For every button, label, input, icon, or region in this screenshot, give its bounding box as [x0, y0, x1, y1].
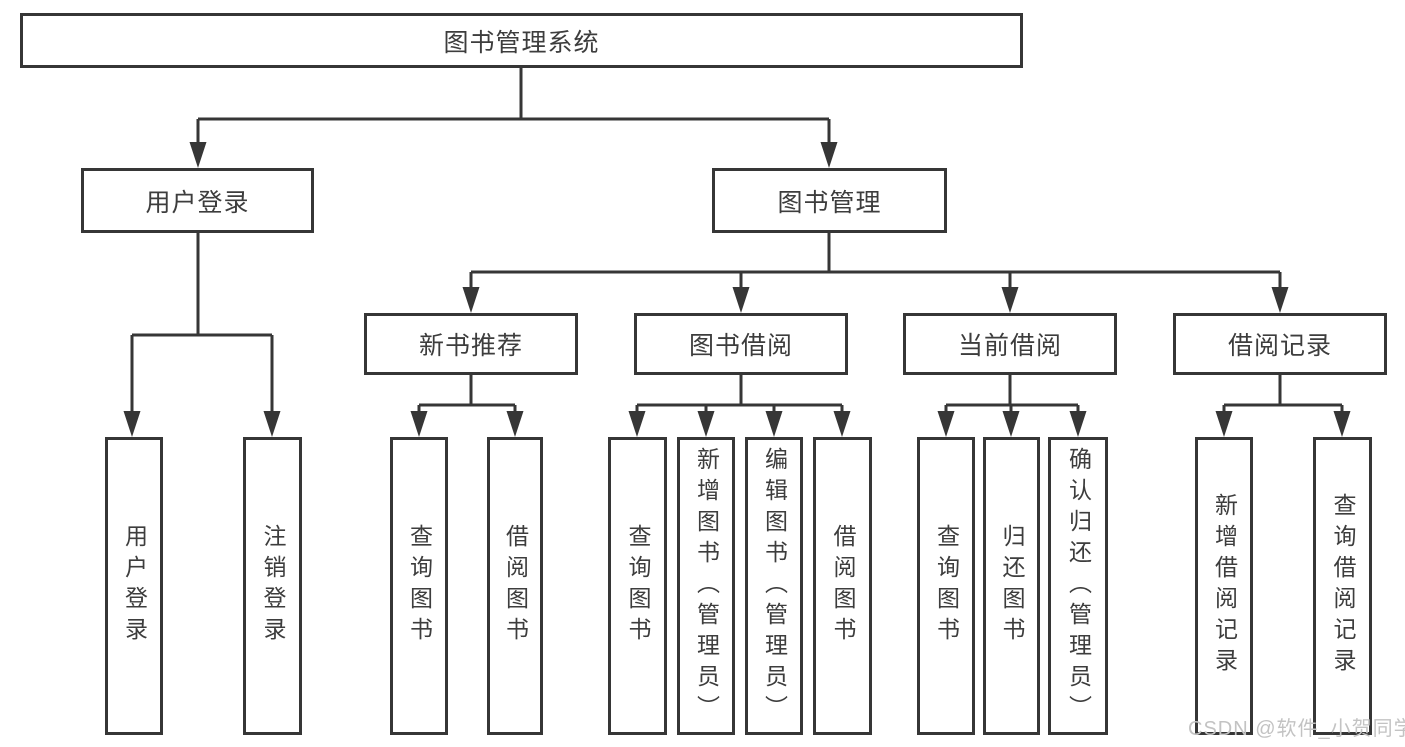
arrowheads-level2: [189, 142, 838, 168]
arrowheads-current-borrowing-leaves: [937, 411, 1087, 437]
node-book-management: 图书管理: [712, 168, 947, 233]
node-current-borrowing: 当前借阅: [903, 313, 1117, 375]
watermark: CSDN @软件_小贺同学: [1188, 718, 1405, 740]
connector-book-borrowing-group: [635, 375, 844, 413]
leaf-borrow-books-borrowing: 借阅图书: [813, 437, 872, 735]
leaf-query-borrow-record: 查询借阅记录: [1313, 437, 1372, 735]
leaf-add-book-admin: 新增图书（管理员）: [677, 437, 735, 735]
arrowheads-level3: [462, 287, 1289, 313]
node-user-login: 用户登录: [81, 168, 314, 233]
arrowheads-book-borrowing-leaves: [628, 411, 851, 437]
connector-new-book-recommend-group: [417, 375, 517, 413]
leaf-return-book: 归还图书: [983, 437, 1040, 735]
leaf-logout: 注销登录: [243, 437, 302, 735]
leaf-query-books-current: 查询图书: [917, 437, 975, 735]
leaf-add-borrow-record: 新增借阅记录: [1195, 437, 1253, 735]
leaf-query-books-borrowing: 查询图书: [608, 437, 667, 735]
node-book-borrowing: 图书借阅: [634, 313, 848, 375]
node-root-system: 图书管理系统: [20, 13, 1023, 68]
connector-user-login-group: [130, 233, 274, 413]
leaf-borrow-books-recommend: 借阅图书: [487, 437, 543, 735]
arrowheads-user-login-leaves: [123, 411, 281, 437]
connector-book-management-to-level3: [469, 233, 1282, 289]
connector-borrowing-records-group: [1222, 375, 1344, 413]
arrowheads-borrowing-records-leaves: [1215, 411, 1351, 437]
node-new-book-recommend: 新书推荐: [364, 313, 578, 375]
leaf-edit-book-admin: 编辑图书（管理员）: [745, 437, 803, 735]
arrowheads-new-book-recommend-leaves: [410, 411, 524, 437]
leaf-confirm-return-admin: 确认归还（管理员）: [1048, 437, 1108, 735]
leaf-user-login: 用户登录: [105, 437, 163, 735]
leaf-query-books-recommend: 查询图书: [390, 437, 448, 735]
connector-current-borrowing-group: [944, 375, 1080, 413]
connector-root-to-level2: [196, 68, 831, 144]
node-borrowing-records: 借阅记录: [1173, 313, 1387, 375]
